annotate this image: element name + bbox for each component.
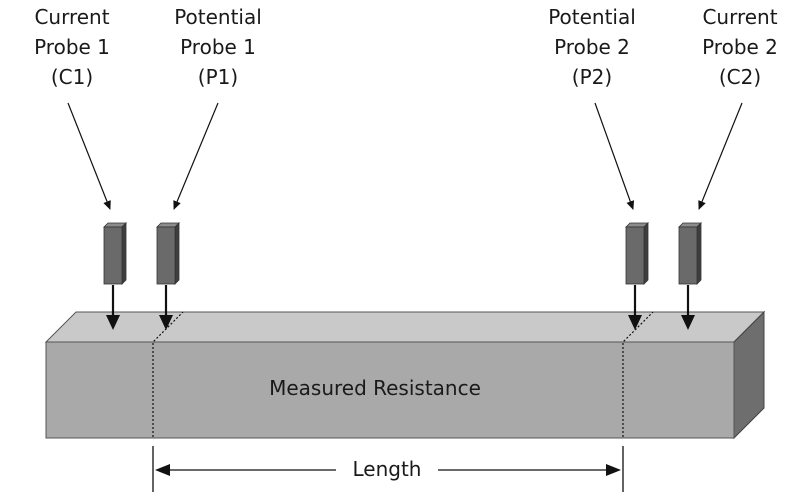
label-p1: Potential Probe 1 (P1) (138, 2, 298, 92)
probe-p1-body (156, 226, 176, 285)
probe-c2 (678, 222, 702, 285)
label-c1: Current Probe 1 (C1) (0, 2, 152, 92)
bar-label: Measured Resistance (269, 376, 481, 400)
label-c2: Current Probe 2 (C2) (660, 2, 800, 92)
probe-p1-side (174, 222, 180, 285)
pointer-arrows (67, 102, 743, 210)
contact-arrowhead-p2 (628, 315, 642, 330)
label-p2-line3: (P2) (571, 65, 613, 89)
length-dimension (152, 446, 624, 492)
probe-c2-side (696, 222, 702, 285)
label-p2-line2: Probe 2 (554, 35, 630, 59)
contact-arrowhead-c2 (681, 315, 695, 330)
contact-arrowhead-p1 (159, 315, 173, 330)
probe-p2-body (625, 226, 645, 285)
label-c1-line3: (C1) (50, 65, 94, 89)
label-p2: Potential Probe 2 (P2) (512, 2, 672, 92)
length-arrowhead-left (155, 464, 170, 476)
label-c2-line1: Current (702, 5, 778, 29)
contact-arrowhead-c1 (106, 315, 120, 330)
probe-c1-side (121, 222, 127, 285)
measured-bar (44, 310, 766, 440)
probe-c1-body (103, 226, 123, 285)
probe-p2-side (643, 222, 649, 285)
label-p2-line1: Potential (548, 5, 636, 29)
bar-front-face (45, 341, 735, 439)
contact-arrows (106, 285, 695, 330)
probe-c1 (103, 222, 127, 285)
label-p1-line2: Probe 1 (180, 35, 256, 59)
label-c1-line1: Current (34, 5, 110, 29)
length-arrowhead-right (606, 464, 621, 476)
label-c2-line3: (C2) (718, 65, 762, 89)
length-label: Length (352, 457, 422, 481)
pointer-p2 (594, 102, 635, 210)
label-c1-line2: Probe 1 (34, 35, 110, 59)
label-p1-line3: (P1) (197, 65, 239, 89)
probe-p2 (625, 222, 649, 285)
probe-p1 (156, 222, 180, 285)
probe-c2-body (678, 226, 698, 285)
label-p1-line1: Potential (174, 5, 262, 29)
pointer-c1 (67, 102, 111, 210)
label-c2-line2: Probe 2 (702, 35, 778, 59)
pointer-c2 (698, 102, 743, 210)
pointer-p1 (173, 102, 219, 210)
bar-top-face (44, 311, 766, 343)
